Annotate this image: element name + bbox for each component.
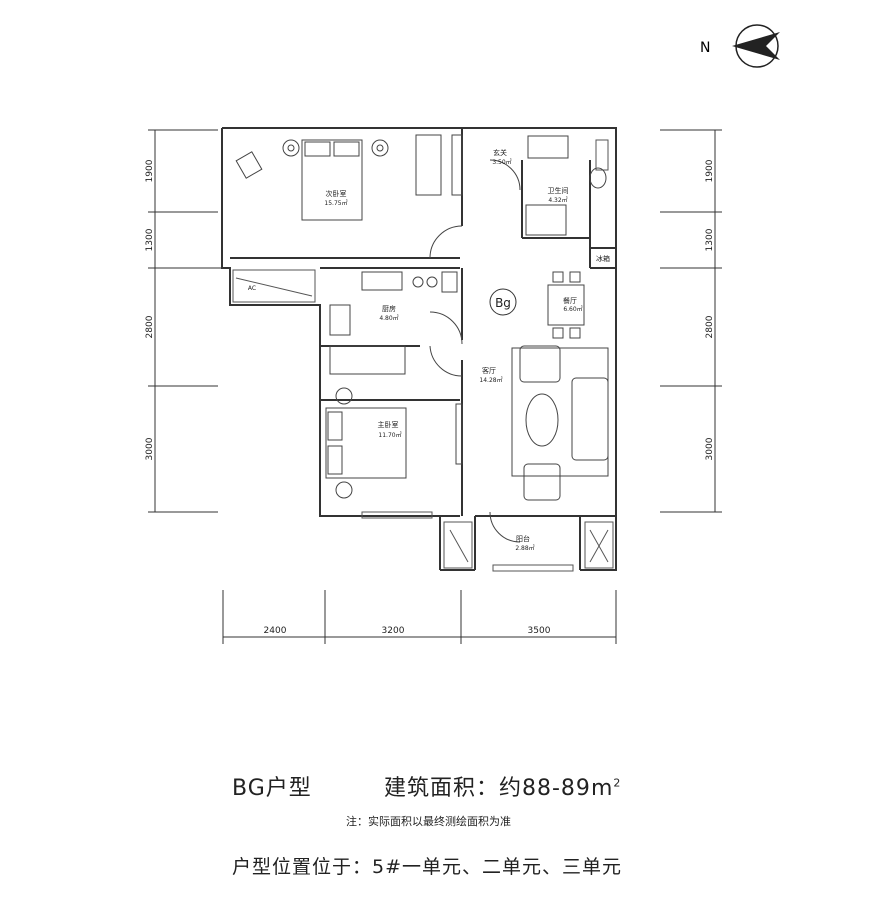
room-area: 14.28㎡ — [479, 376, 502, 384]
dim-left-1: 1900 — [145, 159, 155, 182]
lamp-icon — [335, 387, 353, 405]
building-area: 建筑面积：约88-89m2 — [384, 770, 621, 802]
room-name: 餐厅 — [563, 296, 577, 305]
plan-code-circle — [489, 288, 517, 316]
dim-bottom-1: 2400 — [264, 626, 287, 636]
lamp-icon — [282, 139, 300, 157]
plan-code: Bg — [495, 296, 511, 310]
dim-right-3: 2800 — [705, 315, 715, 338]
dining-table-icon — [547, 284, 585, 326]
room-name: 次卧室 — [326, 189, 347, 198]
area-unit: m — [590, 776, 614, 801]
building-area-text: 建筑面积：约88-89 — [384, 776, 591, 801]
dim-bottom-2: 3200 — [382, 626, 405, 636]
room-area: 6.60㎡ — [563, 305, 582, 313]
unit-location: 户型位置位于：5#一单元、二单元、三单元 — [232, 856, 623, 878]
lamp-icon — [371, 139, 389, 157]
dimension-lines — [148, 129, 722, 644]
doors — [429, 159, 521, 543]
room-name: 厨房 — [382, 304, 396, 313]
toilet-icon — [589, 167, 607, 189]
furniture — [235, 134, 609, 501]
kitchen-sink-icon — [329, 304, 351, 336]
sink-icon — [527, 135, 569, 159]
north-label: N — [700, 40, 710, 56]
wardrobe-icon — [329, 345, 406, 375]
room-name: 卫生间 — [548, 186, 569, 195]
room-area: 3.50㎡ — [492, 158, 511, 166]
dimension-labels: 1900 1300 2800 3000 1900 1300 2800 3000 … — [145, 159, 715, 636]
armchair-icon — [519, 345, 561, 383]
area-unit-sup: 2 — [613, 776, 622, 790]
dim-right-1: 1900 — [705, 159, 715, 182]
sofa-icon — [571, 377, 609, 461]
armchair-icon — [523, 463, 561, 501]
dim-left-3: 2800 — [145, 315, 155, 338]
room-name: 玄关 — [493, 148, 507, 157]
room-name: 冰箱 — [596, 254, 610, 263]
wardrobe-icon — [415, 134, 442, 196]
room-area: 4.32㎡ — [548, 196, 567, 204]
shower-icon — [525, 204, 567, 236]
dim-right-2: 1300 — [705, 228, 715, 251]
room-name: 阳台 — [516, 534, 530, 543]
north-arrow-icon — [732, 32, 780, 60]
windows — [232, 139, 614, 572]
double-bed-icon — [301, 139, 363, 221]
area-note: 注：实际面积以最终测绘面积为准 — [346, 815, 511, 828]
sink-icon — [441, 271, 458, 293]
dim-left-2: 1300 — [145, 228, 155, 251]
room-area: 11.70㎡ — [378, 431, 401, 439]
stove-icon — [361, 271, 403, 291]
tv-cabinet-icon — [455, 403, 463, 465]
lamp-icon — [335, 481, 353, 499]
double-bed-icon — [325, 407, 407, 479]
floor-plan: N 1900 1300 2800 3000 1900 1300 2800 300… — [145, 24, 780, 644]
ac-label: AC — [248, 285, 256, 292]
dim-left-4: 3000 — [145, 437, 155, 460]
room-area: 4.80㎡ — [379, 314, 398, 322]
north-arrow: N — [700, 24, 780, 68]
dim-right-4: 3000 — [705, 437, 715, 460]
unit-type-label: BG户型 — [232, 776, 312, 801]
room-name: 客厅 — [482, 366, 496, 375]
dim-bottom-3: 3500 — [528, 626, 551, 636]
room-area: 15.75㎡ — [324, 199, 347, 207]
room-area: 2.88㎡ — [515, 544, 534, 552]
room-labels: Bg 次卧室 15.75㎡ 玄关 3.50㎡ 卫生间 4.32㎡ 冰箱 厨房 4… — [248, 148, 610, 552]
desk-chair-icon — [235, 151, 263, 179]
room-name: 主卧室 — [378, 420, 399, 429]
coffee-table-icon — [525, 393, 559, 447]
